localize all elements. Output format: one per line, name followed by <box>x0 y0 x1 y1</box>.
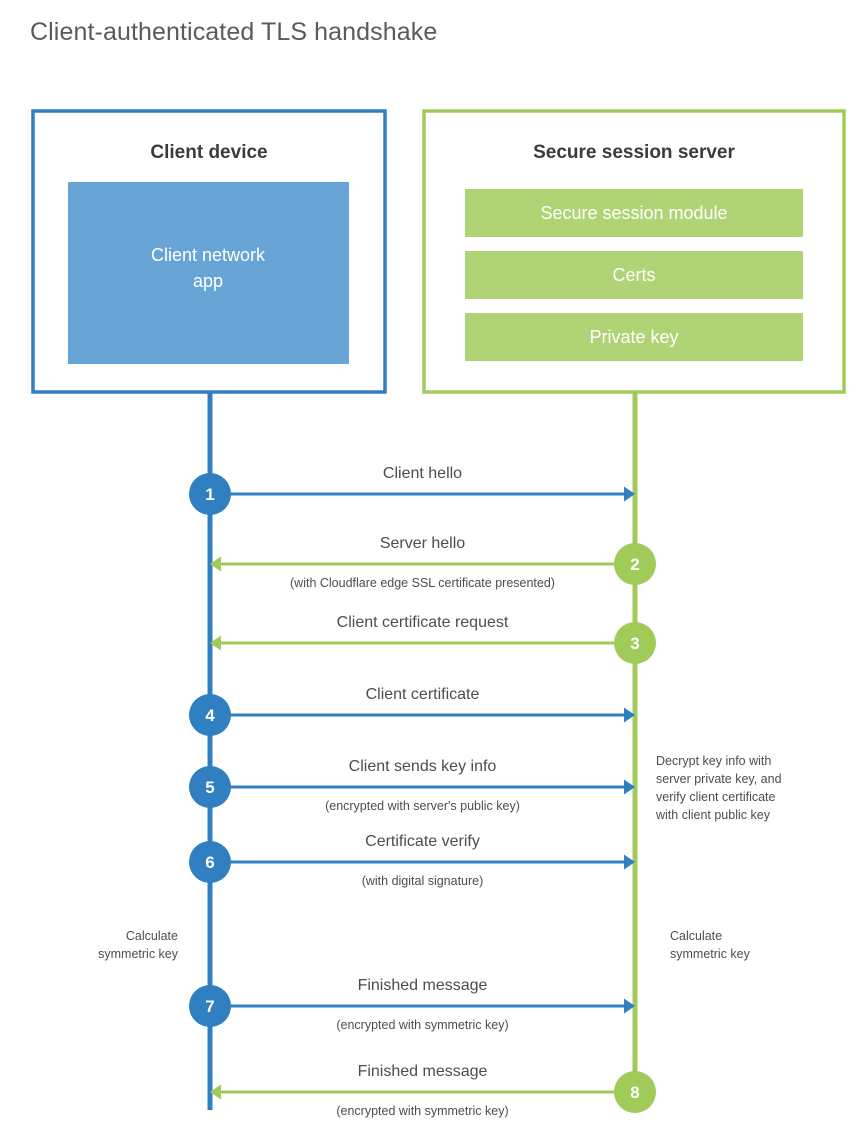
client-calculate-symmetric-key-note: Calculate symmetric key <box>98 929 179 961</box>
server-decrypt-note-line1: Decrypt key info with <box>656 754 771 768</box>
step-8-circle[interactable] <box>614 1071 656 1113</box>
step-6-circle[interactable] <box>189 841 231 883</box>
step-2-number: 2 <box>630 555 639 574</box>
step-5-circle[interactable] <box>189 766 231 808</box>
step-8-arrow-head <box>210 1084 221 1100</box>
step-3-circle[interactable] <box>614 622 656 664</box>
step-4-circle[interactable] <box>189 694 231 736</box>
step-6-arrow-head <box>624 854 635 870</box>
client-device-box: Client device Client network app <box>31 109 387 394</box>
step-5-arrow-head <box>624 779 635 795</box>
step-3[interactable]: 3 Client certificate request <box>210 614 656 664</box>
step-4[interactable]: 4 Client certificate <box>189 686 635 736</box>
client-network-app-block <box>68 182 349 364</box>
secure-session-server-box: Secure session server Secure session mod… <box>422 109 846 394</box>
private-key-label: Private key <box>589 327 678 347</box>
steps-layer: 1 Client hello 2 Server hello (with Cloudfla… <box>189 465 656 1118</box>
step-5-number: 5 <box>205 778 214 797</box>
step-8-number: 8 <box>630 1083 639 1102</box>
step-6-label: Certificate verify <box>365 833 480 850</box>
private-key-block <box>465 313 803 361</box>
step-3-arrow-head <box>210 635 221 651</box>
client-calc-note-line2: symmetric key <box>98 947 179 961</box>
step-4-arrow-head <box>624 707 635 723</box>
step-7[interactable]: 7 Finished message (encrypted with symmetr… <box>189 977 635 1032</box>
step-7-label: Finished message <box>358 977 488 994</box>
step-6-number: 6 <box>205 853 214 872</box>
step-7-arrow-head <box>624 998 635 1014</box>
secure-session-module-label: Secure session module <box>540 203 727 223</box>
certs-block <box>465 251 803 299</box>
step-5[interactable]: 5 Client sends key info (encrypted with se… <box>189 758 635 813</box>
server-decrypt-note-line4: with client public key <box>655 808 771 822</box>
step-3-number: 3 <box>630 634 639 653</box>
step-2-arrow-head <box>210 556 221 572</box>
server-calc-note-line2: symmetric key <box>670 947 751 961</box>
step-4-label: Client certificate <box>366 686 480 703</box>
page-title: Client-authenticated TLS handshake <box>30 18 438 46</box>
step-5-label: Client sends key info <box>349 758 497 775</box>
server-decrypt-note-line3: verify client certificate <box>656 790 776 804</box>
step-1-number: 1 <box>205 485 214 504</box>
client-device-title: Client device <box>150 142 267 163</box>
step-1-circle[interactable] <box>189 473 231 515</box>
step-1-label: Client hello <box>383 465 462 482</box>
step-4-number: 4 <box>205 706 215 725</box>
step-8-label: Finished message <box>358 1063 488 1080</box>
step-6-sublabel: (with digital signature) <box>362 874 484 888</box>
step-3-label: Client certificate request <box>337 614 509 631</box>
server-calc-note-line1: Calculate <box>670 929 722 943</box>
step-1[interactable]: 1 Client hello <box>189 465 635 515</box>
step-1-arrow-head <box>624 486 635 502</box>
server-decrypt-note: Decrypt key info with server private key… <box>655 754 782 822</box>
server-calculate-symmetric-key-note: Calculate symmetric key <box>670 929 751 961</box>
step-7-circle[interactable] <box>189 985 231 1027</box>
step-2-circle[interactable] <box>614 543 656 585</box>
certs-label: Certs <box>612 265 655 285</box>
step-6[interactable]: 6 Certificate verify (with digital signatu… <box>189 833 635 888</box>
step-7-number: 7 <box>205 997 214 1016</box>
client-network-app-label-line1: Client network <box>151 245 266 265</box>
step-5-sublabel: (encrypted with server's public key) <box>325 799 520 813</box>
server-decrypt-note-line2: server private key, and <box>656 772 782 786</box>
step-8-sublabel: (encrypted with symmetric key) <box>336 1104 508 1118</box>
step-2-sublabel: (with Cloudflare edge SSL certificate pr… <box>290 576 555 590</box>
secure-session-server-title: Secure session server <box>533 142 735 163</box>
step-7-sublabel: (encrypted with symmetric key) <box>336 1018 508 1032</box>
step-2-label: Server hello <box>380 535 465 552</box>
step-8[interactable]: 8 Finished message (encrypted with symmetr… <box>210 1063 656 1118</box>
client-network-app-label-line2: app <box>193 271 223 291</box>
step-2[interactable]: 2 Server hello (with Cloudflare edge SSL c… <box>210 535 656 590</box>
secure-session-module-block <box>465 189 803 237</box>
client-calc-note-line1: Calculate <box>126 929 178 943</box>
